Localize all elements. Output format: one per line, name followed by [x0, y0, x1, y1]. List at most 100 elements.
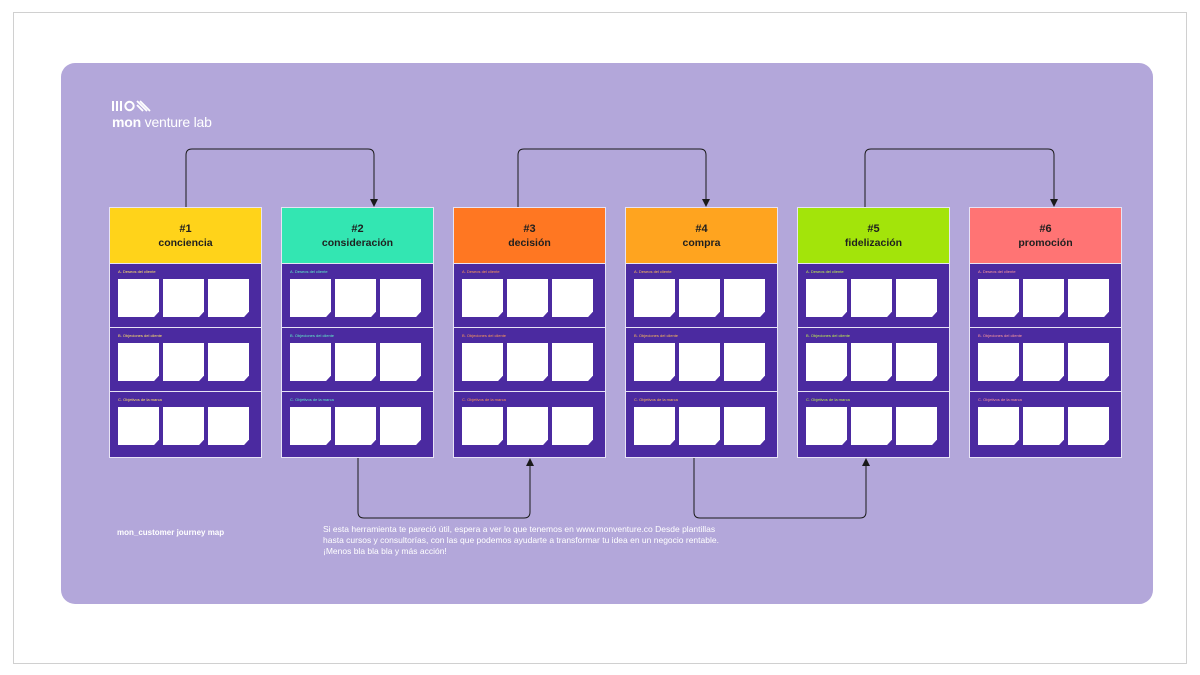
sticky-note[interactable] — [380, 407, 421, 445]
section-label: C. Objetivos de la marca — [634, 397, 678, 402]
sticky-note[interactable] — [290, 407, 331, 445]
stage-title: fidelización — [844, 237, 903, 249]
sticky-note[interactable] — [163, 407, 204, 445]
sticky-note-group — [806, 279, 937, 317]
sticky-note[interactable] — [851, 343, 892, 381]
sticky-note[interactable] — [724, 279, 765, 317]
sticky-note[interactable] — [679, 343, 720, 381]
section-label: B. Objeciones del cliente — [462, 333, 507, 338]
sticky-note[interactable] — [978, 343, 1019, 381]
stage-section: B. Objeciones del cliente — [970, 328, 1121, 392]
stage-number: #4 — [695, 223, 708, 235]
sticky-note[interactable] — [1068, 343, 1109, 381]
sticky-note[interactable] — [896, 279, 937, 317]
stage-section: C. Objetivos de la marca — [454, 392, 605, 456]
sticky-note[interactable] — [679, 279, 720, 317]
sticky-note[interactable] — [851, 279, 892, 317]
sticky-note[interactable] — [978, 279, 1019, 317]
sticky-note-group — [118, 279, 249, 317]
sticky-note[interactable] — [634, 279, 675, 317]
sticky-note[interactable] — [1068, 279, 1109, 317]
stage-section: C. Objetivos de la marca — [282, 392, 433, 456]
sticky-note[interactable] — [208, 279, 249, 317]
sticky-note[interactable] — [380, 279, 421, 317]
section-label: A. Deseos del cliente — [806, 269, 844, 274]
sticky-note[interactable] — [507, 343, 548, 381]
connector-line — [517, 148, 707, 207]
sticky-note[interactable] — [896, 343, 937, 381]
stage-title: conciencia — [158, 237, 213, 249]
sticky-note[interactable] — [1023, 343, 1064, 381]
section-label: C. Objetivos de la marca — [806, 397, 850, 402]
sticky-note[interactable] — [1068, 407, 1109, 445]
footer-line: hasta cursos y consultorías, con las que… — [323, 535, 719, 545]
stage-number: #3 — [523, 223, 536, 235]
section-label: A. Deseos del cliente — [462, 269, 500, 274]
sticky-note-group — [290, 407, 421, 445]
sticky-note[interactable] — [679, 407, 720, 445]
sticky-note[interactable] — [552, 407, 593, 445]
sticky-note[interactable] — [634, 407, 675, 445]
sticky-note[interactable] — [118, 407, 159, 445]
sticky-note[interactable] — [724, 343, 765, 381]
sticky-note-group — [462, 279, 593, 317]
section-label: A. Deseos del cliente — [118, 269, 156, 274]
sticky-note[interactable] — [634, 343, 675, 381]
stage-title: compra — [682, 237, 721, 249]
sticky-note[interactable] — [335, 279, 376, 317]
brand-name: mon venture lab — [112, 114, 212, 130]
footer-message: Si esta herramienta te pareció útil, esp… — [323, 524, 803, 557]
mon-logo-icon — [112, 100, 151, 112]
sticky-note[interactable] — [552, 343, 593, 381]
sticky-note[interactable] — [806, 407, 847, 445]
sticky-note[interactable] — [1023, 279, 1064, 317]
sticky-note[interactable] — [896, 407, 937, 445]
stage-title: consideración — [321, 237, 394, 249]
sticky-note[interactable] — [163, 343, 204, 381]
stage-section: A. Deseos del cliente — [970, 264, 1121, 328]
sticky-note[interactable] — [462, 279, 503, 317]
sticky-note[interactable] — [208, 407, 249, 445]
sticky-note[interactable] — [163, 279, 204, 317]
sticky-note-group — [634, 279, 765, 317]
stage-section: C. Objetivos de la marca — [626, 392, 777, 456]
sticky-note[interactable] — [118, 279, 159, 317]
sticky-note[interactable] — [208, 343, 249, 381]
stage-number: #1 — [179, 223, 192, 235]
sticky-note-group — [978, 279, 1109, 317]
stage-section: A. Deseos del cliente — [798, 264, 949, 328]
section-label: B. Objeciones del cliente — [290, 333, 335, 338]
sticky-note[interactable] — [1023, 407, 1064, 445]
sticky-note[interactable] — [335, 407, 376, 445]
sticky-note-group — [634, 343, 765, 381]
section-label: B. Objeciones del cliente — [806, 333, 851, 338]
sticky-note[interactable] — [978, 407, 1019, 445]
stage-section: C. Objetivos de la marca — [970, 392, 1121, 456]
sticky-note[interactable] — [806, 279, 847, 317]
sticky-note[interactable] — [507, 407, 548, 445]
sticky-note[interactable] — [462, 343, 503, 381]
sticky-note[interactable] — [724, 407, 765, 445]
arrow-up-icon — [862, 458, 870, 466]
stage-section: A. Deseos del cliente — [282, 264, 433, 328]
section-label: C. Objetivos de la marca — [118, 397, 162, 402]
sticky-note[interactable] — [851, 407, 892, 445]
sticky-note[interactable] — [118, 343, 159, 381]
stage-section: C. Objetivos de la marca — [798, 392, 949, 456]
sticky-note[interactable] — [335, 343, 376, 381]
sticky-note[interactable] — [806, 343, 847, 381]
sticky-note-group — [118, 407, 249, 445]
sticky-note-group — [462, 407, 593, 445]
sticky-note[interactable] — [462, 407, 503, 445]
section-label: C. Objetivos de la marca — [978, 397, 1022, 402]
sticky-note[interactable] — [552, 279, 593, 317]
sticky-note[interactable] — [380, 343, 421, 381]
sticky-note[interactable] — [290, 279, 331, 317]
sticky-note[interactable] — [507, 279, 548, 317]
sticky-note-group — [290, 279, 421, 317]
sticky-note[interactable] — [290, 343, 331, 381]
section-label: B. Objeciones del cliente — [978, 333, 1023, 338]
